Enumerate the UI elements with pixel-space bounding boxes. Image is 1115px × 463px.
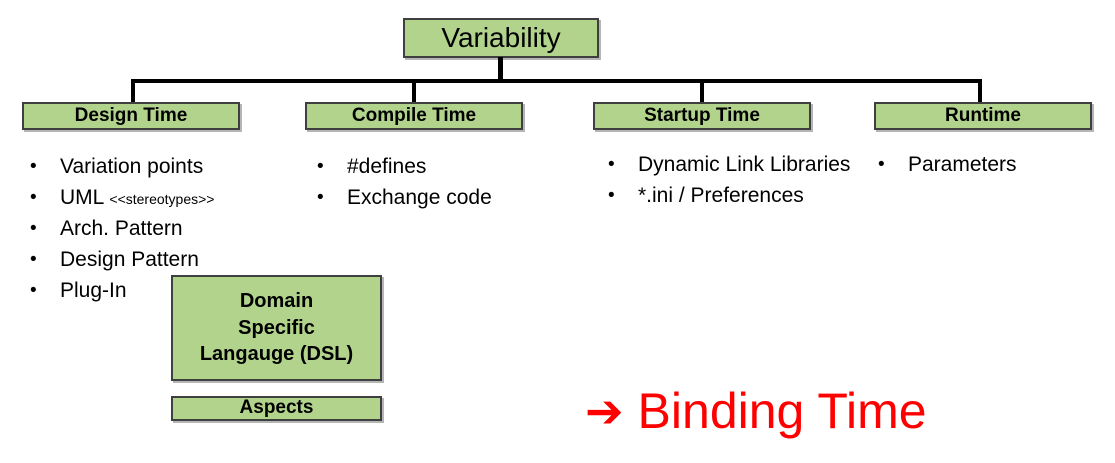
bullet-icon: • <box>30 186 37 208</box>
node-variability[interactable]: Variability <box>403 18 599 58</box>
list-item: • Plug-In <box>30 277 280 306</box>
list-item-text: Exchange code <box>347 185 492 209</box>
list-item: • Variation points <box>30 153 280 182</box>
node-design-time[interactable]: Design Time <box>22 102 240 130</box>
binding-time-label: Binding Time <box>637 383 927 439</box>
node-startup-time[interactable]: Startup Time <box>593 102 811 130</box>
bullet-icon: • <box>30 279 37 301</box>
connector-drop-startup-time <box>700 79 704 103</box>
node-aspects-label: Aspects <box>239 397 314 419</box>
connector-trunk <box>498 57 503 81</box>
bullet-list-compile-time: • #defines • Exchange code <box>317 153 547 215</box>
list-item-text: Dynamic Link Libraries <box>638 153 851 176</box>
list-item-text: #defines <box>347 155 427 178</box>
node-design-time-label: Design Time <box>74 104 188 126</box>
list-item-text: Parameters <box>908 153 1017 176</box>
bullet-icon: • <box>30 248 37 270</box>
list-item-text: UML <<stereotypes>> <box>60 184 280 213</box>
bullet-icon: • <box>317 156 324 177</box>
node-dsl-line-1: Domain <box>239 290 314 313</box>
list-item-text: Plug-In <box>60 278 127 302</box>
bullet-list-runtime: • Parameters <box>878 151 1098 182</box>
node-dsl-line-2: Specific <box>238 316 315 339</box>
list-item-text: *.ini / Preferences <box>638 183 804 207</box>
list-item-text: Variation points <box>60 155 204 178</box>
list-item: • Exchange code <box>317 184 547 213</box>
list-item-text: Arch. Pattern <box>60 216 183 240</box>
list-item: • *.ini / Preferences <box>608 182 858 211</box>
bullet-list-startup-time: • Dynamic Link Libraries • *.ini / Prefe… <box>608 151 858 213</box>
bullet-icon: • <box>608 184 615 206</box>
list-item: • #defines <box>317 153 547 182</box>
list-item-note: <<stereotypes>> <box>109 190 215 207</box>
bullet-icon: • <box>30 156 37 177</box>
node-compile-time[interactable]: Compile Time <box>305 102 523 130</box>
connector-bus <box>131 79 982 83</box>
list-item: • Design Pattern <box>30 246 280 275</box>
node-runtime[interactable]: Runtime <box>874 102 1092 130</box>
bullet-icon: • <box>317 186 324 208</box>
list-item-text: Design Pattern <box>60 247 199 271</box>
right-arrow-icon: ➔ <box>585 385 624 438</box>
connector-drop-design-time <box>131 79 135 103</box>
node-runtime-label: Runtime <box>945 104 1021 126</box>
node-aspects[interactable]: Aspects <box>171 396 382 421</box>
list-item: • UML <<stereotypes>> <box>30 184 280 213</box>
node-compile-time-label: Compile Time <box>351 104 477 126</box>
bullet-icon: • <box>878 154 885 175</box>
list-item: • Dynamic Link Libraries <box>608 151 858 180</box>
list-item: • Parameters <box>878 151 1098 180</box>
node-variability-label: Variability <box>441 22 561 54</box>
bullet-icon: • <box>30 217 37 239</box>
connector-drop-runtime <box>978 79 982 103</box>
node-domain-specific-language[interactable]: Domain Specific Langauge (DSL) <box>171 275 382 381</box>
node-startup-time-label: Startup Time <box>644 104 760 126</box>
binding-time-callout: ➔ Binding Time <box>585 385 927 438</box>
list-item: • Arch. Pattern <box>30 215 280 244</box>
connector-drop-compile-time <box>412 79 416 103</box>
bullet-list-design-time: • Variation points • UML <<stereotypes>>… <box>30 153 280 308</box>
bullet-icon: • <box>608 154 615 175</box>
list-item-main: UML <box>60 185 110 209</box>
node-dsl-line-3: Langauge (DSL) <box>199 343 354 366</box>
